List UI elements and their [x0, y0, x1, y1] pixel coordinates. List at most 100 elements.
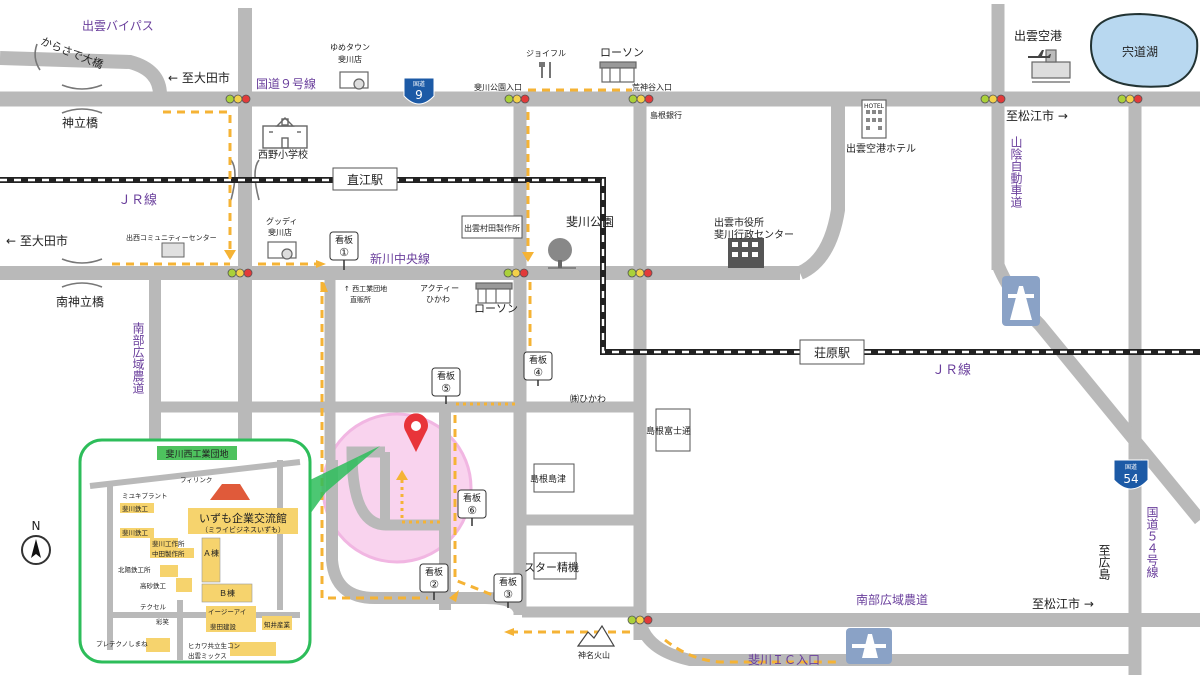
inset-company-1: フィリンク [180, 476, 212, 484]
inset-venue-banner [188, 508, 298, 534]
route-guide-dotted [400, 402, 515, 524]
traffic-lights [225, 94, 1143, 625]
label-sanin-road: 山陰自動車道 [1009, 136, 1023, 208]
shop-youme-icon [339, 71, 369, 90]
route9-shield-kokudo: 国道 [413, 80, 425, 88]
inset-company-11: イージーアイ [208, 608, 246, 616]
label-airport-hotel: 出雲空港ホテル [846, 142, 916, 155]
signboard-6-label: 看板 [463, 492, 481, 504]
label-star: スター精機 [524, 560, 579, 574]
north-compass-icon: N [21, 519, 51, 565]
inset-company-9: テクセル [140, 603, 167, 611]
inset-company-15: ヒカワ共立生コン [188, 641, 240, 650]
label-naoe-station: 直江駅 [347, 173, 383, 187]
route-arrowheads [224, 250, 534, 636]
label-arajindani-iriguchi: 荒神谷入口 [632, 82, 672, 92]
inset-company-3: 斐川鉄工 [122, 504, 149, 513]
label-izumo-bypass: 出雲バイパス [82, 19, 154, 33]
label-to-ota-1: ← 至大田市 [168, 70, 230, 85]
label-to-matsue-1: 至松江市 → [1006, 108, 1068, 123]
label-activity-2: ひかわ [426, 295, 450, 304]
label-minami-kandachi-bridge: 南神立橋 [56, 294, 104, 309]
label-to-hiroshima: 至広島 [1097, 544, 1111, 581]
inset-company-5: 斐川工作所 [152, 539, 185, 548]
label-murata: 出雲村田製作所 [464, 223, 520, 233]
label-nishino-school: 西野小学校 [258, 148, 308, 161]
label-shimane-fuji: 島根富士通 [646, 425, 691, 437]
label-guddy: グッディ [266, 216, 297, 226]
label-hikawa-koen-iriguchi: 斐川公園入口 [474, 82, 522, 92]
label-city-office-2: 斐川行政センター [714, 228, 794, 241]
fork-knife-icon [539, 62, 551, 78]
label-shinji-lake: 宍道湖 [1122, 44, 1158, 59]
signboard-5-num: ⑤ [441, 382, 451, 395]
label-nishi-danchi: ↑ 西工業団地 [344, 284, 387, 293]
shinji-lake [1090, 12, 1199, 88]
label-kandachi-bridge: 神立橋 [62, 115, 98, 130]
label-kanna-mountain: 神名火山 [578, 650, 610, 660]
label-nishi-danchi-2: 直販所 [350, 295, 371, 304]
airplane-icon [1028, 50, 1051, 58]
inset-bldg-b: Ｂ棟 [219, 588, 235, 598]
label-city-office: 出雲市役所 [714, 216, 764, 229]
hotel-icon [861, 99, 887, 139]
city-office-icon [728, 238, 764, 268]
expressway-icon [1002, 276, 1040, 326]
label-route9: 国道９号線 [256, 76, 316, 91]
inset-title: 斐川西工業団地 [165, 448, 228, 460]
convenience-store-icon-2 [475, 282, 513, 304]
label-nanbu-nodo-v: 南部広域農道 [131, 321, 145, 394]
label-shimane-shima: 島根島津 [530, 473, 566, 485]
signboard-4-label: 看板 [529, 354, 547, 366]
signboard-5-label: 看板 [437, 370, 455, 382]
label-lawson-mid: ローソン [474, 302, 518, 315]
label-jr-line-2: ＪＲ線 [932, 362, 971, 378]
inset-company-8: 高砂鉄工 [140, 581, 167, 590]
signboard-4: 看板 ④ [523, 351, 553, 386]
inset-company-16: 出雲ミックス [188, 651, 227, 660]
label-route54-v: 国道５４号線 [1145, 506, 1159, 578]
signboard-1-num: ① [339, 246, 349, 259]
guddy-icon [267, 241, 297, 260]
label-shinkawa-line: 新川中央線 [370, 251, 430, 266]
north-label: N [32, 519, 41, 533]
airport-icon [1031, 49, 1071, 83]
signboard-2: 看板 ② [419, 563, 449, 600]
signboard-4-num: ④ [533, 366, 543, 379]
label-hikawa-store: ㈱ひかわ [570, 393, 606, 405]
signboard-3-num: ③ [503, 588, 513, 601]
label-nanbu-nodo-h: 南部広域農道 [856, 592, 928, 607]
inset-venue-roof-icon [210, 484, 250, 500]
signboard-3: 看板 ③ [493, 573, 523, 608]
label-youme-town: ゆめタウン [330, 43, 370, 52]
park-tree-icon [548, 238, 576, 269]
signboard-1: 看板 ① [329, 231, 359, 270]
school-icon [262, 117, 308, 149]
route54-shield-number: 54 [1123, 472, 1138, 486]
label-joyful: ジョイフル [526, 49, 566, 58]
label-hotel-sign: HOTEL [864, 103, 885, 110]
inset-title-badge [157, 446, 237, 460]
inset-company-2: ミユキプラント [122, 492, 168, 500]
signboard-6: 看板 ⑥ [457, 489, 487, 526]
signboard-1-label: 看板 [335, 234, 353, 246]
inset-map: 斐川西工業団地 いずも企業交流館 （ミライビジネスいずも） フィリンク ミユキプ… [78, 438, 380, 664]
label-youme-town-2: 斐川店 [338, 54, 362, 64]
route9-shield-number: 9 [415, 88, 423, 102]
label-jr-line-1: ＪＲ線 [118, 192, 157, 208]
label-community-center: 出西コミュニティーセンター [126, 233, 217, 242]
inset-venue: いずも企業交流館 [199, 511, 287, 525]
label-shohara-station: 荘原駅 [814, 346, 850, 360]
convenience-store-icon [599, 61, 637, 83]
inset-venue-sub: （ミライビジネスいずも） [201, 525, 285, 534]
signboard-2-num: ② [429, 578, 439, 591]
inset-bldg-a: Ａ棟 [203, 548, 219, 558]
inset-company-14: プレテクノしまね [96, 640, 148, 648]
ic-icon [846, 628, 892, 664]
inset-company-7: 北陽鉄工所 [118, 565, 151, 574]
label-hikawa-park: 斐川公園 [566, 215, 614, 229]
label-boxes [332, 167, 865, 580]
inset-company-12: 斐田建設 [210, 622, 237, 631]
mountain-icon [576, 624, 616, 647]
